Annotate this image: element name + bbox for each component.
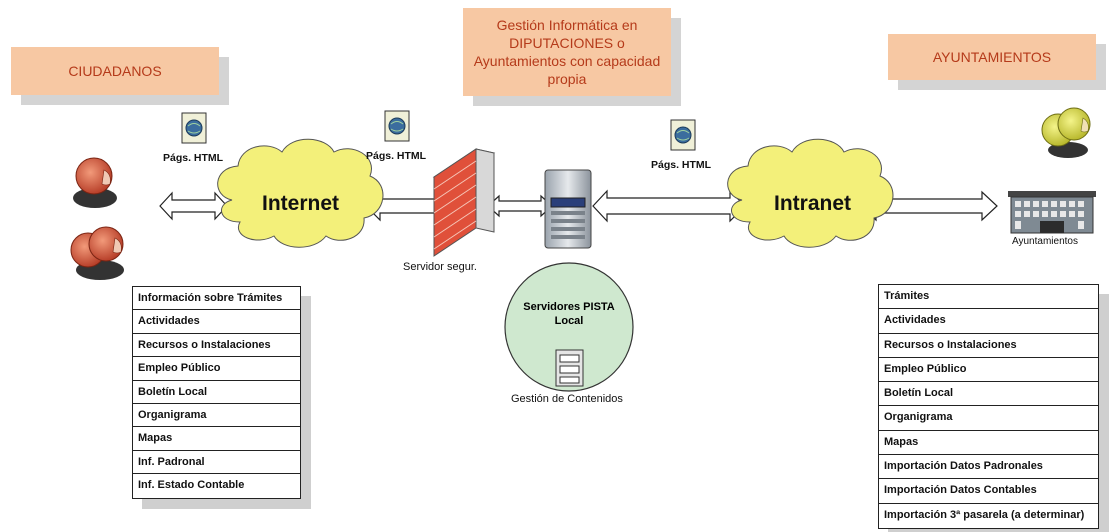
list-item: Importación 3ª pasarela (a determinar) [884, 508, 1085, 521]
server-tower-icon [544, 169, 592, 249]
html-document-icon-3 [670, 119, 696, 151]
internet-label: Internet [262, 192, 340, 215]
list-item: Recursos o Instalaciones [879, 334, 1098, 358]
list-item: Empleo Público [879, 358, 1098, 383]
intranet-label: Intranet [774, 192, 852, 215]
servidor-seguro-caption: Servidor segur. [403, 261, 477, 273]
list-item: Información sobre Trámites [133, 287, 300, 311]
ayuntamiento-services-list: Trámites Actividades Recursos o Instalac… [878, 284, 1099, 529]
pags-html-caption-2: Págs. HTML [366, 150, 427, 162]
list-item: Recursos o Instalaciones [133, 334, 300, 358]
list-item: Importación Datos Contables [879, 479, 1098, 504]
arrow-citizens-internet [159, 191, 228, 221]
pags-html-caption-3: Págs. HTML [651, 159, 712, 171]
firewall-icon [432, 148, 496, 257]
ayuntamiento-people-icon [1041, 107, 1091, 158]
list-item: Actividades [133, 310, 300, 334]
list-item: Organigrama [133, 404, 300, 428]
ayuntamientos-header: AYUNTAMIENTOS [888, 34, 1096, 80]
gestion-label: Gestión Informática en DIPUTACIONES o Ay… [473, 16, 661, 88]
list-item: Mapas [879, 431, 1098, 456]
ciudadanos-label: CIUDADANOS [68, 62, 162, 79]
arrow-firewall-server [487, 194, 553, 218]
list-item: Inf. Estado Contable [138, 479, 245, 492]
citizen-person-icon-2 [70, 226, 124, 280]
html-document-icon-2 [384, 110, 410, 142]
servidores-pista-circle [504, 262, 634, 392]
ciudadanos-header: CIUDADANOS [11, 47, 219, 95]
list-item: Inf. Padronal [133, 451, 300, 475]
list-item: Actividades [879, 309, 1098, 334]
list-item: Importación Datos Padronales [879, 455, 1098, 480]
internet-cloud [217, 138, 384, 248]
arrow-server-intranet [592, 189, 746, 223]
html-document-icon-1 [181, 112, 207, 144]
ayuntamientos-building-caption: Ayuntamientos [1012, 236, 1078, 247]
ayuntamientos-building-icon [1008, 191, 1096, 234]
list-item: Organigrama [879, 406, 1098, 431]
server-cabinet-icon [555, 349, 584, 387]
list-item: Trámites [879, 285, 1098, 310]
list-item: Boletín Local [879, 382, 1098, 407]
gestion-contenidos-caption: Gestión de Contenidos [511, 393, 623, 405]
pags-html-caption-1: Págs. HTML [163, 152, 224, 164]
list-item: Boletín Local [133, 381, 300, 404]
ayuntamientos-header-label: AYUNTAMIENTOS [932, 48, 1052, 65]
citizen-services-list: Información sobre Trámites Actividades R… [132, 286, 301, 499]
list-item: Mapas [133, 427, 300, 451]
intranet-cloud [727, 138, 894, 248]
citizen-person-icon-1 [73, 157, 117, 208]
gestion-header: Gestión Informática en DIPUTACIONES o Ay… [463, 8, 671, 96]
list-item: Empleo Público [133, 357, 300, 381]
servidores-pista-label: Servidores PISTA Local [523, 301, 615, 328]
